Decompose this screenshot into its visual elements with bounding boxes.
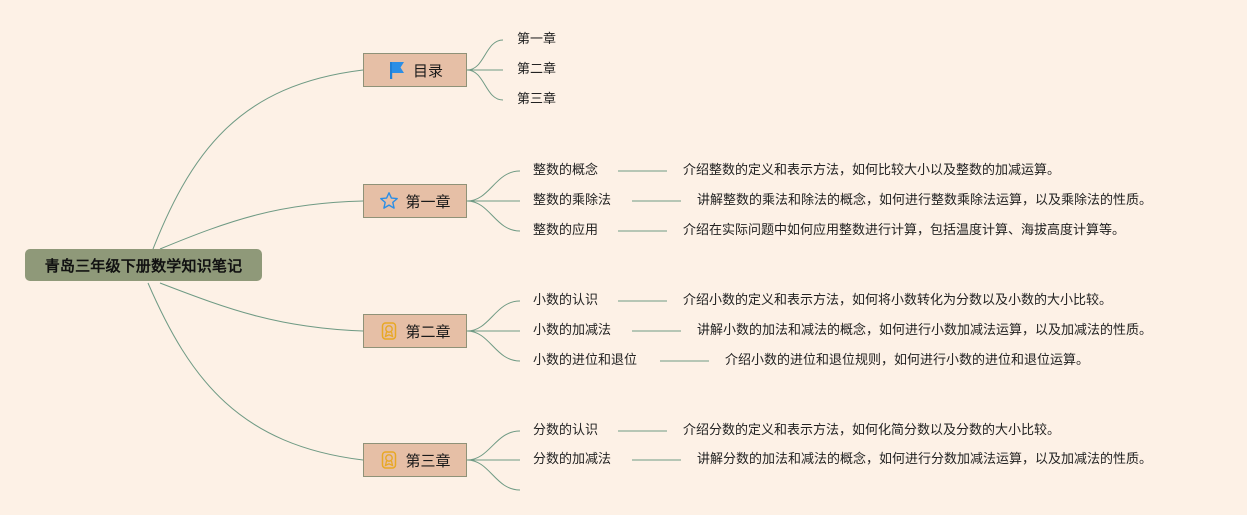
root-topic[interactable]: 青岛三年级下册数学知识笔记 [25,249,262,281]
toc-item-chapter-1[interactable]: 第一章 [517,32,557,47]
topic-integer-concept-desc[interactable]: 介绍整数的定义和表示方法，如何比较大小以及整数的加减运算。 [683,163,1061,178]
topic-integer-concept[interactable]: 整数的概念 [533,163,599,178]
branch-label: 第一章 [405,192,451,211]
topic-fraction-add-sub[interactable]: 分数的加减法 [533,452,612,467]
root-title: 青岛三年级下册数学知识笔记 [44,256,243,275]
topic-fraction-add-sub-desc[interactable]: 讲解分数的加法和减法的概念，如何进行分数加减法运算，以及加减法的性质。 [697,452,1153,467]
branch-label: 目录 [412,61,443,80]
topic-fraction-intro[interactable]: 分数的认识 [533,423,599,438]
topic-integer-application[interactable]: 整数的应用 [533,223,599,238]
topic-fraction-intro-desc[interactable]: 介绍分数的定义和表示方法，如何化简分数以及分数的大小比较。 [683,423,1061,438]
flag-icon [389,62,404,79]
topic-decimal-carry-borrow-desc[interactable]: 介绍小数的进位和退位规则，如何进行小数的进位和退位运算。 [725,353,1090,368]
award-icon [382,322,397,340]
topic-integer-application-desc[interactable]: 介绍在实际问题中如何应用整数进行计算，包括温度计算、海拔高度计算等。 [683,223,1126,238]
toc-item-chapter-3[interactable]: 第三章 [517,92,557,107]
branch-chapter-1[interactable]: 第一章 [363,184,467,218]
topic-integer-mul-div-desc[interactable]: 讲解整数的乘法和除法的概念，如何进行整数乘除法运算，以及乘除法的性质。 [697,193,1153,208]
star-icon [380,192,399,209]
branch-label: 第二章 [405,322,451,341]
topic-decimal-add-sub-desc[interactable]: 讲解小数的加法和减法的概念，如何进行小数加减法运算，以及加减法的性质。 [697,323,1153,338]
branch-chapter-2[interactable]: 第二章 [363,314,467,348]
branch-label: 第三章 [405,451,451,470]
topic-decimal-add-sub[interactable]: 小数的加减法 [533,323,612,338]
branch-chapter-3[interactable]: 第三章 [363,443,467,477]
topic-decimal-intro-desc[interactable]: 介绍小数的定义和表示方法，如何将小数转化为分数以及小数的大小比较。 [683,293,1113,308]
toc-item-chapter-2[interactable]: 第二章 [517,62,557,77]
topic-decimal-carry-borrow[interactable]: 小数的进位和退位 [533,353,638,368]
branch-toc[interactable]: 目录 [363,53,467,87]
topic-decimal-intro[interactable]: 小数的认识 [533,293,599,308]
topic-integer-mul-div[interactable]: 整数的乘除法 [533,193,612,208]
award-icon [382,451,397,469]
